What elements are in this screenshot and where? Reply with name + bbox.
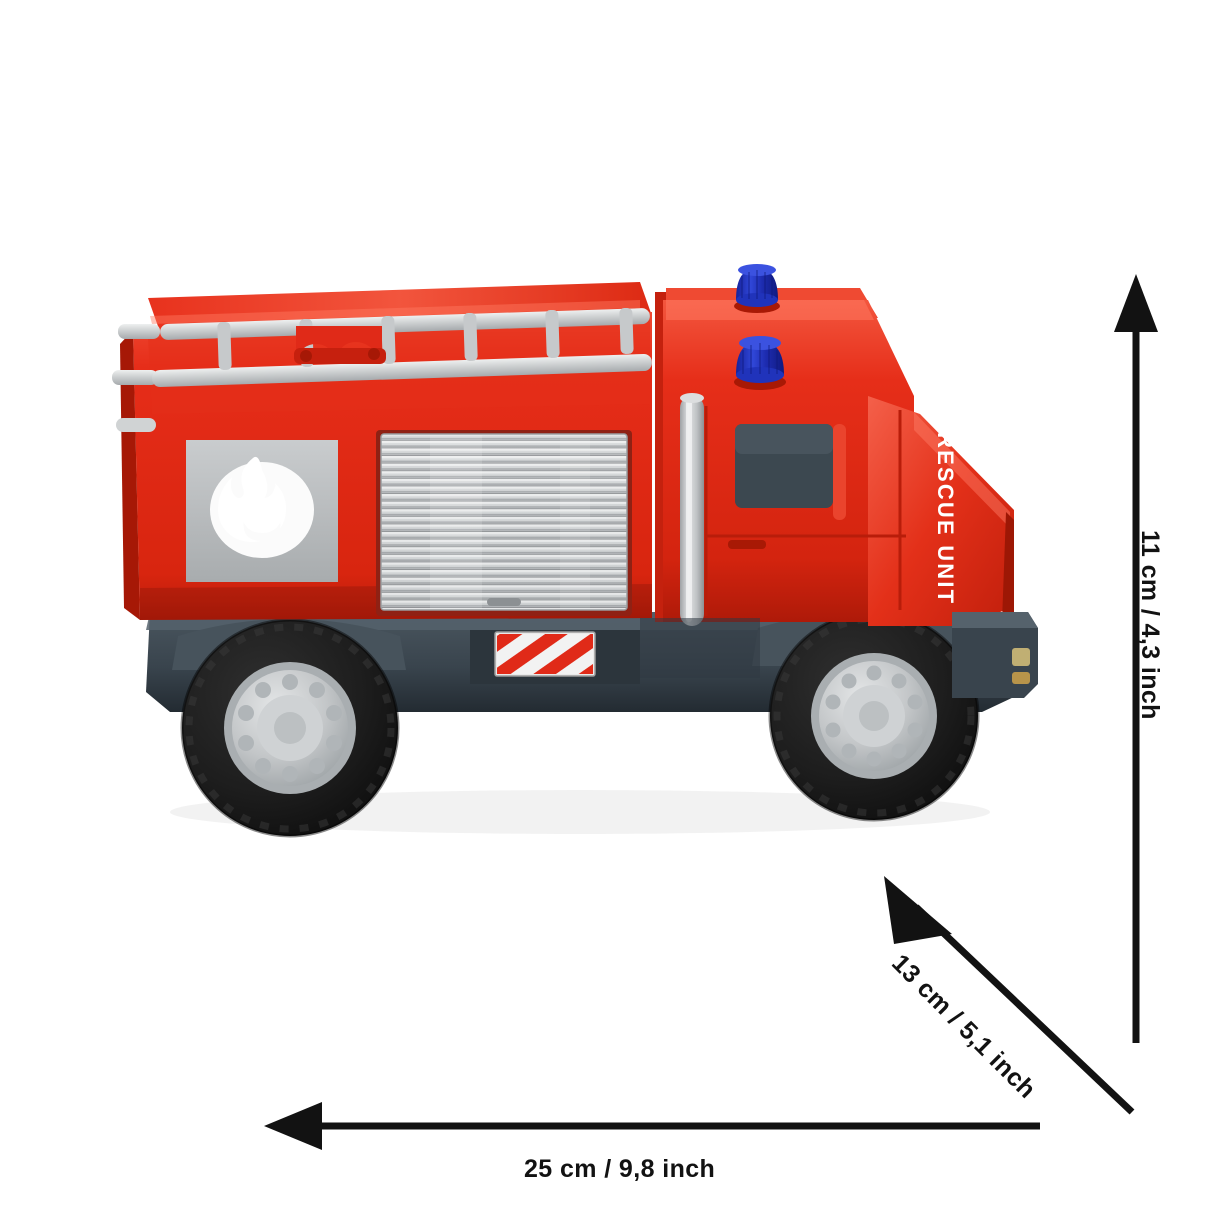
roller-shutter (376, 430, 632, 616)
lug-nuts (238, 674, 342, 782)
height-dimension-label: 11 cm / 4,3 inch (1136, 530, 1164, 720)
headlight (1012, 648, 1030, 666)
rescue-unit-text: RESCUE UNIT (933, 432, 958, 605)
height-dimension-arrow (1114, 274, 1158, 1043)
indicator-light (1012, 672, 1030, 684)
front-wheel (752, 610, 1000, 822)
shutter-handle (487, 598, 521, 606)
depth-dimension-arrow (884, 876, 1135, 1115)
beacon-light-front (734, 336, 786, 390)
hazard-stripe-panel (494, 631, 596, 677)
lug-nuts (825, 665, 923, 767)
door-handle (728, 540, 766, 549)
svg-text:RESCUE UNIT: RESCUE UNIT (933, 432, 958, 605)
roof-ladder (112, 307, 652, 432)
ladder-bracket (294, 326, 386, 364)
width-dimension-label: 25 cm / 9,8 inch (524, 1155, 716, 1183)
flame-emblem-panel (186, 440, 338, 582)
front-bumper (952, 612, 1038, 698)
rear-wheel (172, 618, 406, 838)
beacon-light-rear (734, 264, 780, 313)
exhaust-pipe (680, 393, 704, 626)
width-dimension-arrow (264, 1102, 1040, 1150)
